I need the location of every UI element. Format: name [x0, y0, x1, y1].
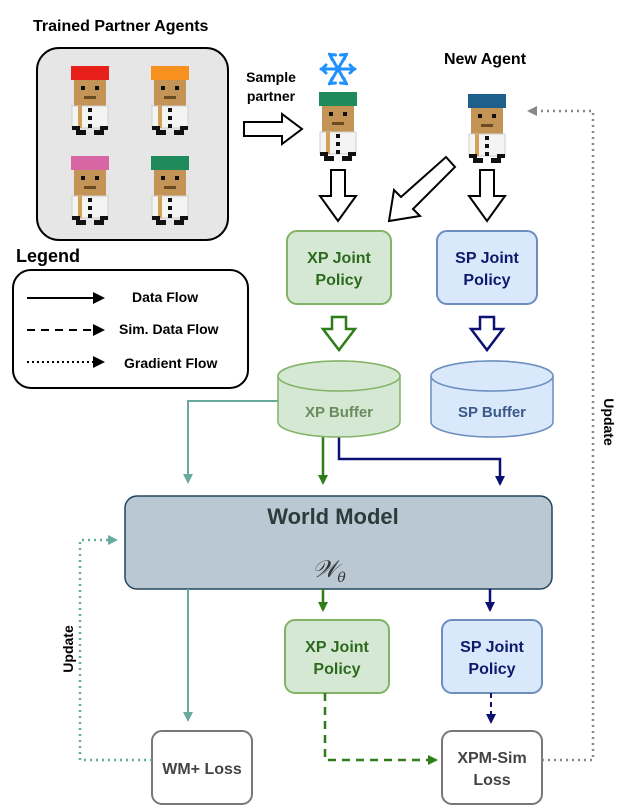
new-agent-to-xp-arrow — [387, 155, 457, 223]
xpm-sim-loss-line2: Loss — [473, 772, 510, 789]
sample-partner-line1: Sample — [246, 69, 296, 85]
xp-policy-to-buffer-arrow — [320, 315, 358, 353]
xp-joint-policy-bottom — [284, 619, 390, 694]
legend-sim-data-flow-label: Sim. Data Flow — [119, 321, 219, 337]
xp-joint-policy-bottom-line1: XP Joint — [305, 639, 369, 656]
xp-buffer-label: XP Buffer — [305, 404, 373, 421]
xpm-sim-loss-line1: XPM-Sim — [457, 750, 526, 767]
legend-title: Legend — [16, 246, 80, 266]
xp-joint-policy-top-line2: Policy — [315, 272, 362, 289]
world-model-title: World Model — [267, 504, 399, 529]
sp-joint-policy-top — [436, 230, 538, 305]
xp-joint-policy-bottom-line2: Policy — [313, 661, 360, 678]
partners-panel — [36, 47, 229, 241]
sampled-partner-agent — [319, 92, 357, 162]
partner-agent-pink — [71, 156, 109, 226]
sp-joint-policy-top-line1: SP Joint — [455, 250, 519, 267]
update-left-label: Update — [60, 625, 76, 673]
xp-joint-policy-top-line1: XP Joint — [307, 250, 371, 267]
xpm-sim-loss-box — [441, 730, 543, 805]
xp-buffer-to-wm-loss-line — [183, 400, 289, 484]
sp-buffer-to-world-model-line — [337, 432, 505, 486]
sp-joint-policy-top-line2: Policy — [463, 272, 510, 289]
new-agent — [468, 94, 506, 164]
legend-box — [12, 269, 249, 389]
world-model — [124, 495, 553, 590]
sample-partner-arrow — [243, 112, 304, 146]
xp-joint-policy-top — [286, 230, 392, 305]
partner-to-xp-arrow — [318, 169, 358, 223]
xp-buffer — [277, 360, 401, 438]
new-agent-to-sp-arrow — [467, 169, 507, 223]
sp-joint-policy-bottom — [441, 619, 543, 694]
xp-policy-to-xpm-loss-dashed — [323, 693, 438, 765]
legend-data-flow-label: Data Flow — [132, 289, 198, 305]
wm-loss-label: WM+ Loss — [162, 761, 242, 778]
sp-joint-policy-bottom-line1: SP Joint — [460, 639, 524, 656]
sp-joint-policy-bottom-line2: Policy — [468, 661, 515, 678]
snowflake-icon — [319, 52, 357, 86]
partner-agent-green — [151, 156, 189, 226]
xpm-loss-gradient-update — [527, 106, 595, 762]
partner-agent-red — [71, 66, 109, 136]
partners-title: Trained Partner Agents — [33, 18, 209, 35]
wm-loss-gradient-update — [78, 535, 152, 762]
sp-buffer-label: SP Buffer — [458, 404, 526, 421]
sp-buffer — [430, 360, 554, 438]
sp-policy-to-buffer-arrow — [468, 315, 506, 353]
wm-loss-box — [151, 730, 253, 805]
legend-gradient-flow-label: Gradient Flow — [124, 355, 217, 371]
sample-partner-line2: partner — [247, 88, 296, 104]
partner-agent-orange — [151, 66, 189, 136]
update-right-label: Update — [601, 398, 617, 446]
new-agent-title: New Agent — [444, 51, 527, 68]
